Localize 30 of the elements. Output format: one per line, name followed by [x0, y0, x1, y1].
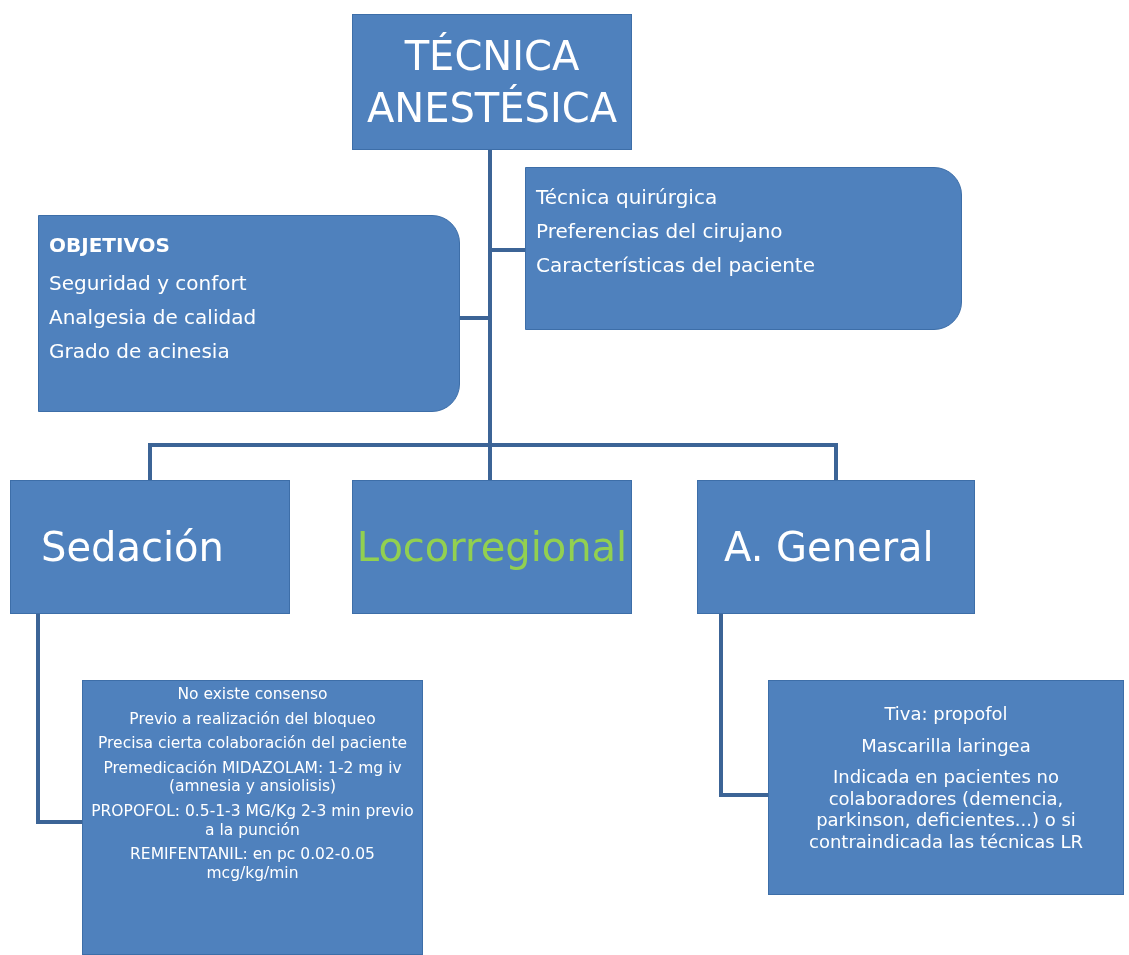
category-label: A. General: [724, 523, 935, 571]
item-text: REMIFENTANIL: en pc 0.02-0.05 mcg/kg/min: [129, 845, 376, 883]
item-text: No existe consenso: [176, 685, 329, 704]
item-text: Características del paciente: [536, 254, 816, 276]
info-box: [525, 167, 962, 330]
category-box: [352, 480, 632, 614]
item-text: Tiva: propofol: [883, 703, 1009, 725]
title-text: TÉCNICA ANESTÉSICA: [365, 31, 619, 133]
item-text: Indicada en pacientes no colaboradores (demencia, parkinson, deficientes...) o si contraindicada las técnicas LR: [808, 766, 1084, 853]
category-box: [697, 480, 975, 614]
item-text: Preferencias del cirujano: [536, 220, 784, 242]
item-text: Premedicación MIDAZOLAM: 1-2 mg iv (amnesia y ansiolisis): [102, 758, 403, 796]
category-label: Locorregional: [356, 523, 628, 571]
info-box: [38, 215, 460, 412]
item-text: Seguridad y confort: [49, 272, 248, 294]
item-text: Analgesia de calidad: [49, 306, 258, 328]
item-text: Precisa cierta colaboración del paciente: [97, 734, 408, 753]
item-text: PROPOFOL: 0.5-1-3 MG/Kg 2-3 min previo a la punción: [91, 801, 414, 840]
title-box: [352, 14, 632, 150]
category-label: Sedación: [41, 523, 225, 571]
connector-line: [36, 614, 82, 824]
item-text: Mascarilla laringea: [860, 734, 1032, 757]
heading-text: OBJETIVOS: [49, 234, 171, 256]
note-box: [82, 680, 423, 955]
category-box: [10, 480, 290, 614]
item-text: Técnica quirúrgica: [536, 186, 719, 208]
note-box: [768, 680, 1124, 895]
item-text: Previo a realización del bloqueo: [128, 709, 377, 729]
item-text: Grado de acinesia: [49, 340, 231, 362]
connector-line: [719, 614, 768, 797]
